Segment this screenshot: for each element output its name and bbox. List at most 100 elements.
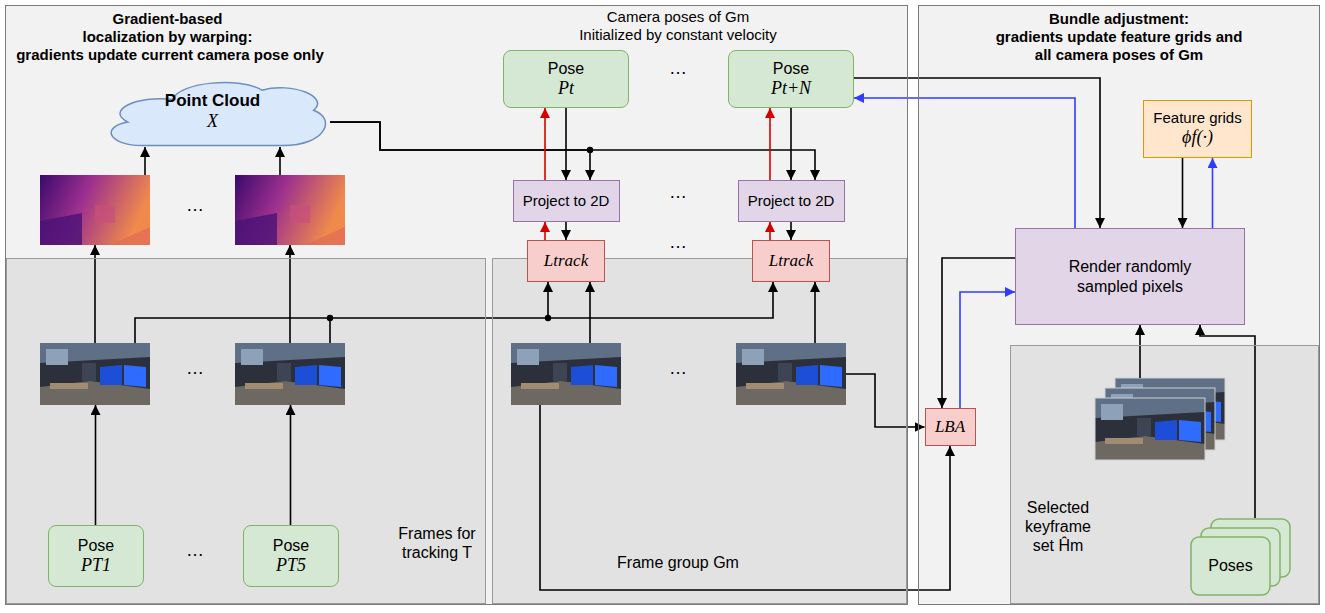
depth-map: [235, 175, 345, 245]
connector-arrow: [769, 108, 771, 180]
bundle-adjustment-panel: Bundle adjustment:gradients update featu…: [918, 5, 1320, 605]
pose-stack-text: Poses: [1208, 556, 1252, 575]
pose-box-text: Pt: [558, 78, 574, 100]
text-holder: gradients update feature grids and all c…: [991, 28, 1247, 64]
text-holder: gradients update current camera pose onl…: [8, 46, 332, 64]
connector-arrow: [854, 78, 1100, 228]
wire: [540, 405, 950, 590]
pose-box: PosePt: [503, 50, 629, 108]
label-holder: Camera poses of Gm: [528, 8, 828, 26]
pose-box-text: Pose: [773, 59, 809, 78]
projection-box-text: Project to 2D: [748, 192, 835, 210]
text-holder: Frame group Gm: [578, 553, 778, 572]
connector-arrow: [1182, 158, 1184, 228]
connector-arrow: [907, 426, 925, 428]
ellipsis: …: [175, 540, 215, 562]
rgb-frame: [511, 343, 621, 405]
rgb-frame: [736, 343, 846, 405]
label-holder: …: [658, 182, 698, 204]
panel-fill: [5, 5, 908, 605]
keyframe-panel-text: Selected keyframe set Ĥm: [1016, 498, 1100, 556]
wire: [94, 245, 96, 343]
wires: [95, 147, 1140, 590]
wire: [135, 282, 548, 343]
wire: [289, 245, 291, 343]
loss-box-text: Ltrack: [544, 251, 588, 271]
render-box: Render randomly sampled pixels: [1015, 228, 1245, 325]
wire: [814, 282, 816, 343]
connector-arrow: [330, 122, 815, 180]
wire: [846, 374, 907, 427]
connector-arrow: [565, 108, 567, 180]
rgb-frame: [40, 343, 150, 405]
text-holder: Selected keyframe set Ĥm: [1016, 498, 1100, 556]
ellipsis: …: [658, 358, 698, 380]
point-cloud: Point CloudX: [95, 70, 330, 154]
wire: [589, 282, 591, 343]
connector-arrow: [544, 108, 546, 180]
loss-box-text: Ltrack: [769, 251, 813, 271]
pose-card: [1191, 537, 1270, 595]
pose-stack: Poses: [1190, 518, 1292, 598]
junction-dot: [545, 315, 551, 321]
localization-panel-text: Gradient-based localization by warping:: [75, 10, 260, 46]
point-cloud-text: Point Cloud: [165, 91, 260, 111]
render-box-text: Render randomly sampled pixels: [1055, 257, 1205, 295]
keyframe-border: [1095, 398, 1205, 460]
loss-box: LBA: [925, 408, 976, 446]
text-holder: Bundle adjustment:: [969, 10, 1269, 28]
loss-box: Ltrack: [527, 240, 605, 282]
connector-arrow: [790, 108, 792, 180]
pose-box-text: PT5: [276, 555, 306, 577]
connector-arrow: [1212, 158, 1214, 228]
ellipsis: …: [658, 232, 698, 254]
tracking-frames-panel: Frames for tracking TPosePT1PosePT5: [6, 258, 486, 604]
label-holder: …: [658, 232, 698, 254]
group-annotation: Camera poses of Gm: [528, 8, 828, 26]
connector-arrow: [1139, 325, 1141, 345]
ellipsis: …: [175, 195, 215, 217]
connector-arrow: [1200, 325, 1255, 518]
loss-box: Ltrack: [752, 240, 830, 282]
ellipsis: …: [175, 358, 215, 380]
label-holder: Initialized by constant velocity: [528, 26, 828, 44]
connector-arrow: [565, 222, 567, 240]
pose-box-text: Pose: [273, 536, 309, 555]
panel-fill: [1010, 345, 1319, 604]
pose-box: PosePT1: [48, 525, 144, 587]
text-holder: Poses: [1191, 537, 1270, 595]
wire: [548, 282, 773, 318]
wire: [329, 318, 331, 343]
cloud-shape: [111, 83, 325, 146]
connector-arrow: [769, 222, 771, 240]
connector-arrow: [544, 222, 546, 240]
pose-box: PosePT5: [243, 525, 339, 587]
point-cloud-text: X: [207, 111, 218, 133]
label-holder: …: [175, 195, 215, 217]
connector-arrow: [854, 98, 1075, 228]
pose-box-text: PT1: [81, 555, 111, 577]
wire: [1139, 345, 1141, 378]
projection-box: Project to 2D: [513, 180, 620, 222]
keyframe-image: [1095, 398, 1205, 460]
wire: [95, 405, 97, 525]
text-holder: Frames for tracking T: [392, 524, 482, 562]
frame-group-panel-text: Frame group Gm: [578, 553, 778, 572]
label-holder: …: [175, 358, 215, 380]
connector-arrow: [960, 292, 1015, 408]
feature-grid-box-text: Feature grids: [1153, 109, 1241, 127]
ellipsis: …: [658, 58, 698, 80]
connector-arrow: [330, 122, 590, 180]
connector-arrow: [790, 222, 792, 240]
panel-fill: [6, 258, 486, 604]
bundle-adjustment-panel-text: Bundle adjustment:: [969, 10, 1269, 28]
projection-box-text: Project to 2D: [523, 192, 610, 210]
pose-box: PosePt+N: [728, 50, 854, 108]
pose-box-text: Pose: [548, 59, 584, 78]
label-holder: …: [175, 540, 215, 562]
ellipsis: …: [658, 182, 698, 204]
keyframe-panel: Selected keyframe set Ĥm Poses: [1010, 345, 1319, 604]
rgb-frame: [235, 343, 345, 405]
text-holder: Gradient-based localization by warping:: [75, 10, 260, 46]
